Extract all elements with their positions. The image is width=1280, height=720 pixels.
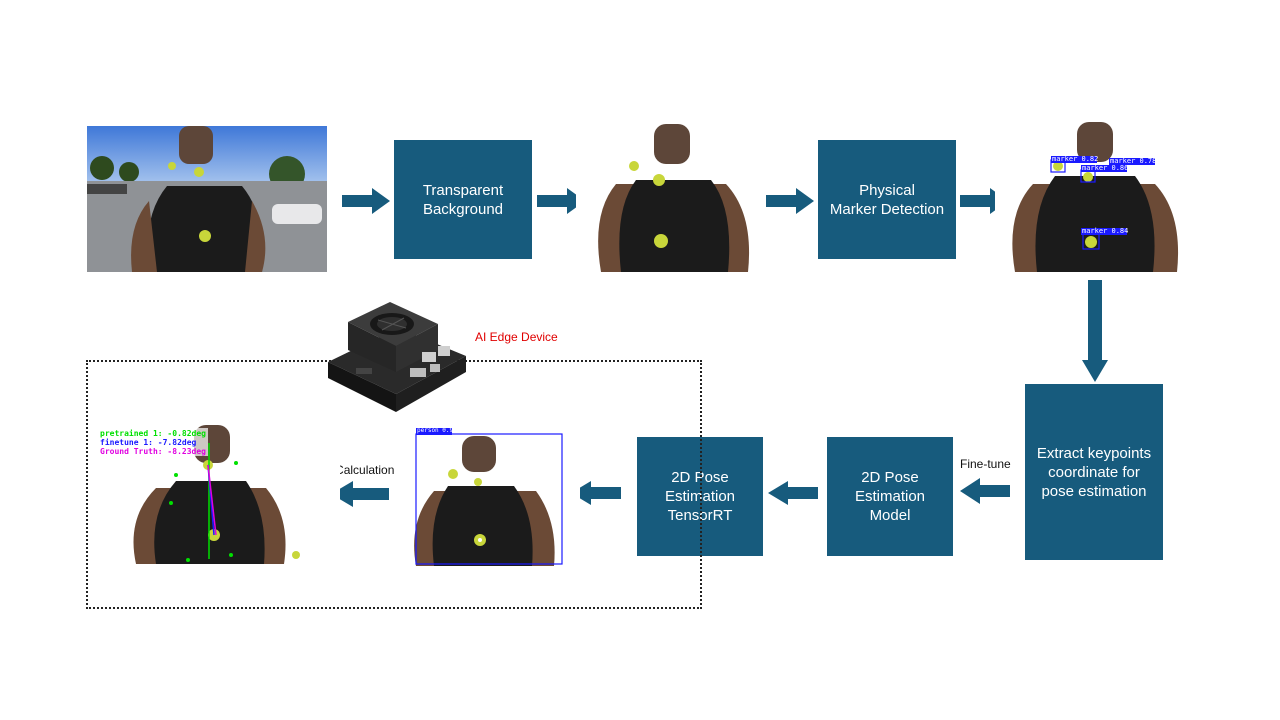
- arrow-left: [960, 478, 1010, 509]
- detection-label: person 0.97: [417, 427, 457, 434]
- pretrained-angle-text: pretrained 1: -0.82deg: [100, 429, 206, 438]
- transparent-background-photo: [576, 114, 766, 272]
- arrow-left: [571, 481, 621, 510]
- detection-label: marker 0.84: [1082, 227, 1129, 235]
- arrow-right: [537, 188, 585, 219]
- arrow-right: [342, 188, 390, 219]
- person-detection-photo: person 0.97: [386, 426, 580, 566]
- ai-edge-device-label: AI Edge Device: [475, 330, 558, 344]
- arrow-left: [768, 481, 818, 510]
- detection-label: marker 0.82: [1052, 155, 1099, 163]
- angle-output-photo: pretrained 1: -0.82deg finetune 1: -7.82…: [96, 423, 340, 564]
- ground-truth-angle-text: Ground Truth: -8.23deg: [100, 447, 206, 456]
- detection-label: marker 0.86: [1082, 164, 1129, 172]
- marker-detection-photo: marker 0.82 marker 0.78 marker 0.86 mark…: [995, 114, 1193, 272]
- extract-keypoints-box: Extract keypoints coordinate for pose es…: [1025, 384, 1163, 560]
- detection-label: marker 0.78: [1110, 157, 1157, 165]
- physical-marker-detection-box: Physical Marker Detection: [818, 140, 956, 259]
- pose-estimation-model-box: 2D Pose Estimation Model: [827, 437, 953, 556]
- arrow-right: [766, 188, 814, 219]
- transparent-background-box: Transparent Background: [394, 140, 532, 259]
- edge-device-image: [326, 294, 468, 416]
- arrow-left: [331, 481, 389, 512]
- fine-tune-label: Fine-tune: [960, 457, 1011, 471]
- original-photo: [87, 126, 327, 272]
- arrow-down: [1082, 280, 1108, 387]
- finetune-angle-text: finetune 1: -7.82deg: [100, 438, 197, 447]
